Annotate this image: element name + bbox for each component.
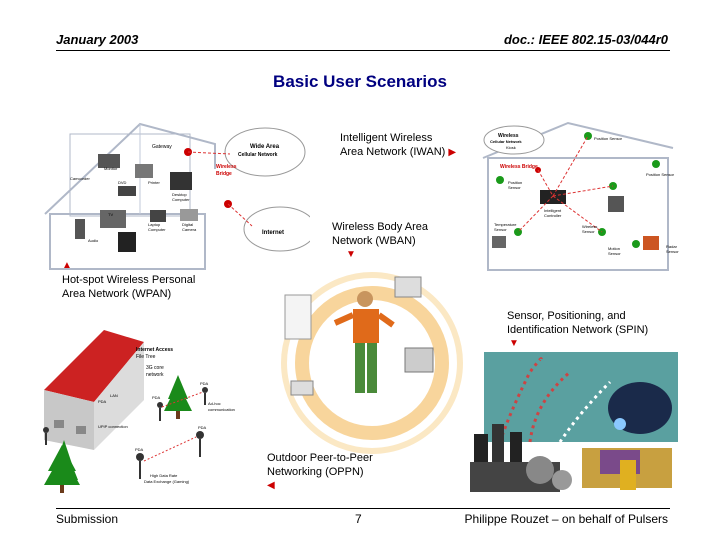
label-radar: Radar <box>666 244 678 249</box>
label-3g-core: 3G core <box>146 365 164 371</box>
caption-wban-line2: Network (WBAN) <box>332 235 416 247</box>
caption-wban: Wireless Body Area Network (WBAN) ▼ <box>332 220 428 262</box>
label-desktop: Desktop <box>172 192 187 197</box>
caption-spin-line1: Sensor, Positioning, and <box>507 310 626 322</box>
label-cellular-network: Cellular Network <box>238 152 278 158</box>
label-lan: LAN <box>110 393 118 398</box>
label-wireless-sensor: Sensor <box>582 229 595 234</box>
label-motion: Motion <box>608 246 620 251</box>
label-pda-4: PDA <box>198 425 207 430</box>
label-radar-sensor: Sensor <box>666 249 679 254</box>
label-position-sensor-top: Position Sensor <box>594 136 623 141</box>
label-dvd: DVD <box>118 180 127 185</box>
label-bridge: Bridge <box>216 171 232 177</box>
label-cellular-net: Cellular Network <box>490 139 522 144</box>
label-adhoc: Ad-hoc <box>208 401 221 406</box>
caption-iwan-line1: Intelligent Wireless <box>340 132 433 144</box>
footer-author: Philippe Rouzet – on behalf of Pulsers <box>464 512 668 526</box>
label-pda-3: PDA <box>135 447 144 452</box>
caption-wpan: ▲ Hot-spot Wireless Personal Area Networ… <box>62 259 195 301</box>
label-camera: Camera <box>182 227 197 232</box>
label-laptop-computer: Computer <box>148 227 166 232</box>
label-gateway: Gateway <box>152 144 172 150</box>
arrow-up-icon: ▲ <box>62 260 72 271</box>
label-intelligent: Intelligent <box>544 208 562 213</box>
body-area-network-illustration <box>281 272 463 454</box>
label-motion-sensor: Sensor <box>608 251 621 256</box>
label-wireless-cellular: Wireless <box>498 133 519 139</box>
caption-oppn-line1: Outdoor Peer-to-Peer <box>267 452 373 464</box>
caption-wpan-line1: Hot-spot Wireless Personal <box>62 274 196 286</box>
caption-wban-line1: Wireless Body Area <box>332 221 428 233</box>
label-camcorder: Camcorder <box>70 176 90 181</box>
label-temp-sensor: Sensor <box>494 227 507 232</box>
label-pda-2: PDA <box>200 381 209 386</box>
caption-iwan: Intelligent Wireless Area Network (IWAN)… <box>340 131 456 160</box>
label-adhoc-comm: communication <box>208 407 235 412</box>
label-monitor: Monitor <box>104 166 118 171</box>
caption-iwan-line2-wrap: Area Network (IWAN) ▶ <box>340 145 456 160</box>
footer-page-number: 7 <box>355 512 362 526</box>
label-laptop: Laptop <box>148 222 161 227</box>
label-wireless: Wireless <box>216 164 237 170</box>
label-position-sensor-right: Position Sensor <box>646 172 675 177</box>
home-network-illustration: Gateway Wide Area Cellular Network Wirel… <box>44 122 310 270</box>
arrow-left-icon: ◀ <box>267 480 275 491</box>
label-controller: Controller <box>544 213 562 218</box>
label-audio: Audio <box>88 238 99 243</box>
footer-submission: Submission <box>56 512 119 526</box>
label-temperature: Temperature <box>494 222 517 227</box>
label-position: Position <box>508 180 522 185</box>
label-wireless-s: Wireless <box>582 224 597 229</box>
label-pda-1: PDA <box>152 395 161 400</box>
intelligent-home-illustration: Wireless Cellular Network Kiosk Position… <box>482 121 679 271</box>
label-kiosk: Kiosk <box>506 145 516 150</box>
arrow-right-icon: ▶ <box>448 147 457 158</box>
footer-rule <box>56 508 670 509</box>
label-wide-area: Wide Area <box>250 144 280 150</box>
header-doc-id: doc.: IEEE 802.15-03/044r0 <box>503 32 668 47</box>
caption-oppn-line2: Networking (OPPN) <box>267 466 364 478</box>
outdoor-peer-illustration: PDA PDA Ad-hoc communication PDA PDA Hig… <box>44 375 235 493</box>
label-sensor: Sensor <box>508 185 521 190</box>
label-tv: TV <box>108 212 113 217</box>
caption-spin: Sensor, Positioning, and Identification … <box>507 309 648 351</box>
label-file-tree: File Tree <box>136 354 156 360</box>
label-digital: Digital <box>182 222 193 227</box>
label-hotspot-pda: PDA <box>98 399 107 404</box>
label-3g-network: network <box>146 372 164 378</box>
arrow-down-icon: ▼ <box>509 338 519 349</box>
label-high-rate: High Data Rate <box>150 473 178 478</box>
industrial-sensor-illustration <box>470 352 678 492</box>
caption-iwan-line2: Area Network (IWAN) <box>340 146 446 158</box>
header-rule <box>56 50 670 51</box>
label-data-exchange: Data Exchange (Gaming) <box>144 479 190 484</box>
arrow-down-icon: ▼ <box>346 249 356 260</box>
label-internet-access: Internet Access <box>136 347 173 353</box>
hotspot-labels: Internet Access File Tree 3G core networ… <box>98 347 173 429</box>
label-computer: Computer <box>172 197 190 202</box>
caption-oppn: Outdoor Peer-to-Peer Networking (OPPN) ◀ <box>267 451 373 493</box>
caption-spin-line2: Identification Network (SPIN) <box>507 324 649 336</box>
label-wireless-bridge: Wireless Bridge <box>500 164 538 170</box>
label-internet: Internet <box>262 230 284 236</box>
caption-wpan-line2: Area Network (WPAN) <box>62 288 172 300</box>
label-printer: Printer <box>148 180 160 185</box>
label-upip: UPIP connection <box>98 424 128 429</box>
slide-title: Basic User Scenarios <box>273 72 447 91</box>
header-date: January 2003 <box>56 32 139 47</box>
